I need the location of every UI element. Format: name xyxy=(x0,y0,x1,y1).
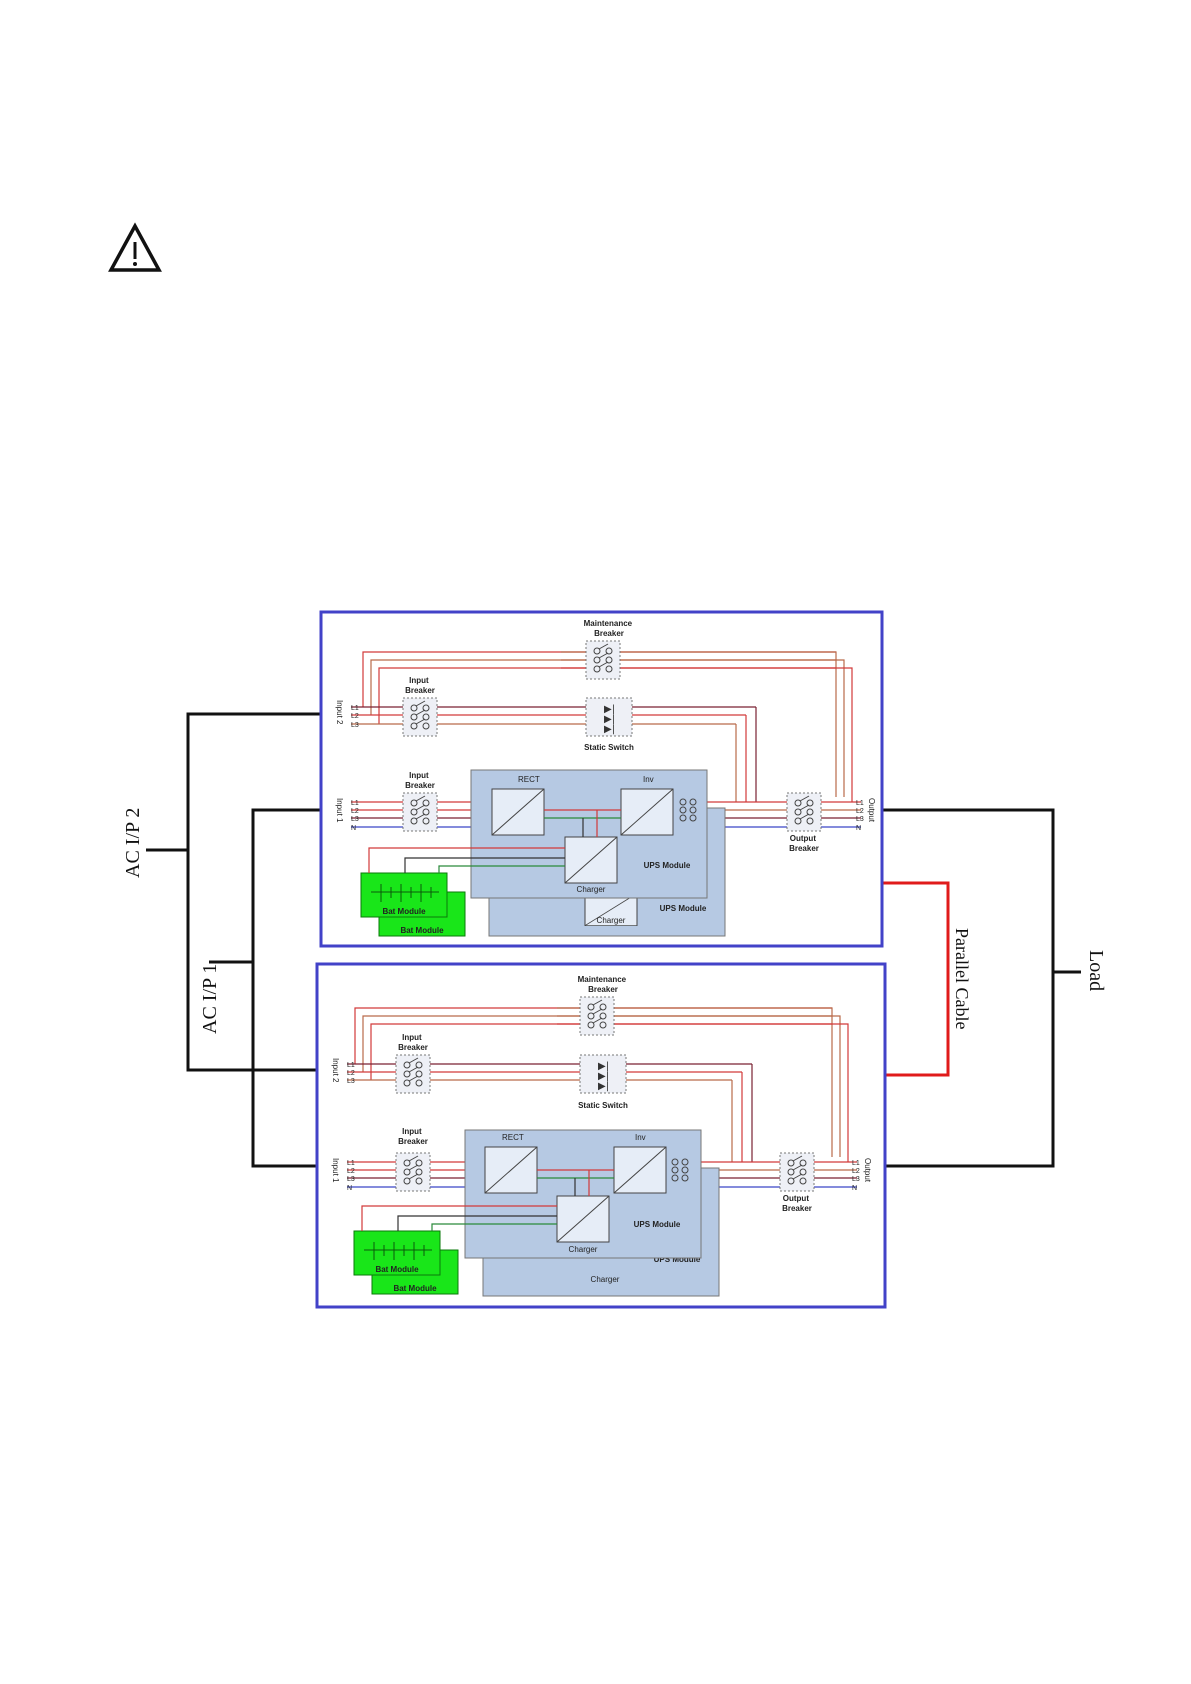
parallel-cable-label: Parallel Cable xyxy=(952,928,972,1029)
maintenance-breaker xyxy=(579,996,615,1036)
inverter xyxy=(613,1146,667,1194)
svg-text:L1 L2 L3 N: L1 L2 L3 N xyxy=(856,800,866,832)
maintenance-breaker-label: Maintenance Breaker xyxy=(584,619,635,638)
inverter-output-contacts xyxy=(671,1158,689,1182)
svg-text:RECT: RECT xyxy=(502,1133,524,1142)
input1-breaker xyxy=(402,792,438,832)
input2-breaker xyxy=(402,697,438,737)
svg-text:Bat Module: Bat Module xyxy=(400,926,444,935)
input1-breaker-label: Input Breaker xyxy=(405,771,435,790)
output-label: Output xyxy=(863,1158,872,1183)
svg-text:Bat Module: Bat Module xyxy=(393,1284,437,1293)
svg-text:UPS Module: UPS Module xyxy=(660,904,707,913)
rectifier xyxy=(484,1146,538,1194)
svg-text:L1 L2 L3: L1 L2 L3 xyxy=(351,705,361,729)
svg-text:Charger: Charger xyxy=(597,916,626,925)
svg-text:UPS Module: UPS Module xyxy=(644,861,691,870)
rectifier xyxy=(491,788,545,836)
svg-text:L1 L2 L3: L1 L2 L3 xyxy=(347,1062,357,1085)
svg-text:L1 L2 L3 N: L1 L2 L3 N xyxy=(852,1160,862,1192)
input2-breaker xyxy=(395,1054,431,1094)
external-wiring xyxy=(146,712,1081,1168)
ac-ip1-label: AC I/P 1 xyxy=(199,964,221,1034)
svg-text:UPS Module: UPS Module xyxy=(634,1220,681,1229)
input2-label: Input 2 xyxy=(335,700,344,725)
input2-breaker-label: Input Breaker xyxy=(398,1033,428,1052)
input1-breaker-label: Input Breaker xyxy=(398,1127,428,1146)
input1-label: Input 1 xyxy=(331,1158,340,1183)
ac-ip2-label: AC I/P 2 xyxy=(122,808,144,878)
static-switch xyxy=(585,697,633,737)
svg-text:Bat Module: Bat Module xyxy=(382,907,426,916)
inverter xyxy=(620,788,674,836)
input2-label: Input 2 xyxy=(331,1058,340,1083)
inverter-output-contacts xyxy=(679,798,697,822)
parallel-cable xyxy=(880,881,950,1077)
ups-module-front: RECT Inv Charger UPS Module xyxy=(470,769,708,899)
svg-text:Inv: Inv xyxy=(635,1133,646,1142)
input1-label: Input 1 xyxy=(335,798,344,823)
charger xyxy=(556,1195,610,1243)
battery-modules: Bat Module Bat Module xyxy=(353,1205,557,1295)
static-switch-label: Static Switch xyxy=(584,743,634,752)
ups-module-front: RECT Inv Charger UPS Module xyxy=(464,1129,702,1259)
ups-cabinet-1: Maintenance Breaker Input Breaker Static… xyxy=(319,610,884,948)
svg-text:Charger: Charger xyxy=(569,1245,598,1254)
input1-breaker xyxy=(395,1152,431,1192)
static-switch xyxy=(579,1054,627,1094)
load-label: Load xyxy=(1085,950,1107,991)
svg-text:Charger: Charger xyxy=(591,1275,620,1284)
maintenance-breaker xyxy=(585,640,621,680)
output-breaker xyxy=(786,792,822,832)
svg-text:UPS Module: UPS Module xyxy=(654,1255,701,1264)
warning-triangle-icon xyxy=(108,222,162,272)
ups-cabinet-2: Maintenance Breaker Input Breaker Static… xyxy=(315,962,887,1309)
static-switch-label: Static Switch xyxy=(578,1101,628,1110)
svg-text:Bat Module: Bat Module xyxy=(375,1265,419,1274)
svg-text:L1 L2 L3 N: L1 L2 L3 N xyxy=(351,800,361,832)
output-breaker-label: Output Breaker xyxy=(782,1194,812,1213)
output-breaker-label: Output Breaker xyxy=(789,834,819,853)
output-label: Output xyxy=(867,798,876,823)
charger xyxy=(564,836,618,884)
svg-text:Charger: Charger xyxy=(577,885,606,894)
battery-modules: Bat Module Bat Module xyxy=(360,847,565,937)
svg-text:RECT: RECT xyxy=(518,775,540,784)
maintenance-breaker-label: Maintenance Breaker xyxy=(578,975,629,994)
output-breaker xyxy=(779,1152,815,1192)
svg-text:L1 L2 L3 N: L1 L2 L3 N xyxy=(347,1160,357,1192)
input2-breaker-label: Input Breaker xyxy=(405,676,435,695)
svg-text:Inv: Inv xyxy=(643,775,654,784)
